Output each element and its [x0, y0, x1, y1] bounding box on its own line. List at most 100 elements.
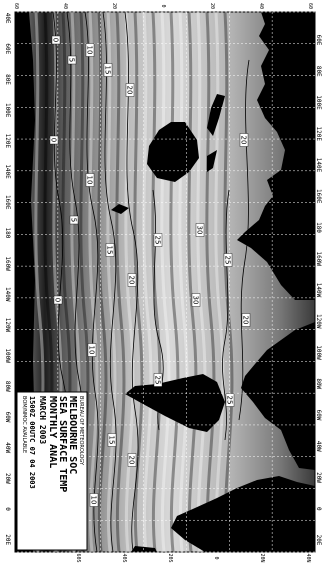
land-australia — [147, 122, 199, 182]
land-new-zealand — [111, 204, 129, 214]
lat-label-left: 0 — [160, 4, 166, 7]
lon-label-bottom: 160E — [4, 195, 11, 210]
lat-label-left: 40 — [258, 3, 264, 9]
band-stripe — [187, 11, 198, 553]
lon-label-top: 140E — [315, 158, 322, 173]
contour-label-box — [127, 453, 137, 467]
title-line-2: SEA SURFACE TEMP — [57, 396, 68, 493]
isotherm-10 — [84, 11, 99, 553]
contour-label: 25 — [154, 376, 162, 385]
contour-label: 0 — [50, 138, 58, 142]
contour-label: 30 — [196, 226, 204, 235]
lon-label-top: 180 — [315, 222, 322, 233]
band-stripe — [151, 11, 162, 553]
lon-label-top: 100W — [315, 345, 322, 360]
contour-label: 20 — [128, 276, 136, 285]
contour-label: 20 — [242, 316, 250, 325]
lon-label-bottom: 0 — [4, 507, 11, 511]
lon-label-top: 40W — [315, 441, 322, 452]
lon-label-top: 0 — [315, 507, 322, 511]
contour-label-box — [103, 63, 113, 77]
lon-label-top: 20W — [315, 472, 322, 483]
contour-label-box — [153, 233, 163, 247]
lon-label-bottom: 40E — [4, 13, 11, 24]
lon-label-bottom: 180 — [4, 227, 11, 238]
land-new-guinea — [207, 150, 217, 172]
lon-label-bottom: 80E — [4, 74, 11, 85]
lon-label-bottom: 140E — [4, 164, 11, 179]
lat-label-left: 60 — [13, 3, 19, 9]
contour-label: 10 — [88, 346, 96, 355]
isotherm-20 — [124, 11, 139, 553]
land-north-asia — [237, 12, 315, 300]
land-indonesia — [207, 94, 225, 136]
title-box — [16, 391, 88, 551]
lat-label-right: 40N — [305, 553, 311, 562]
contour-label: 10 — [90, 496, 98, 505]
lon-label-bottom: 100W — [4, 348, 11, 363]
title-line-3: MONTHLY ANAL — [47, 396, 58, 469]
land-south-america — [125, 374, 225, 432]
contour-label: 0 — [52, 38, 60, 42]
isotherm-15 — [102, 11, 117, 553]
lon-label-bottom: 80W — [4, 381, 11, 392]
lon-label-top: 20E — [315, 535, 322, 546]
contour-label-box — [67, 55, 77, 65]
lon-label-bottom: 60W — [4, 412, 11, 423]
lon-label-bottom: 120E — [4, 134, 11, 149]
contour-label-box — [85, 173, 95, 187]
agency-label: BUREAU OF METEOROLOGY — [78, 396, 84, 466]
band-stripe — [196, 11, 207, 553]
band-stripe — [205, 11, 216, 553]
lon-label-top: 60W — [315, 410, 322, 421]
contour-label: 30 — [192, 296, 200, 305]
band-stripe — [142, 11, 153, 553]
lon-label-bottom: 100E — [4, 103, 11, 118]
band-stripe — [97, 11, 108, 553]
contour-label: 10 — [86, 46, 94, 55]
contour-label: 25 — [224, 256, 232, 265]
band-stripe — [133, 11, 144, 553]
contour-label-box — [85, 43, 95, 57]
contour-label: 20 — [240, 136, 248, 145]
contour-label-box — [223, 253, 233, 267]
band-stripe — [169, 11, 180, 553]
lon-label-top: 160E — [315, 189, 322, 204]
lon-label-top: 100E — [315, 95, 322, 110]
lon-label-top: 160W — [315, 252, 322, 267]
land-africa — [171, 476, 315, 552]
contour-label: 20 — [128, 456, 136, 465]
contour-label-box — [195, 223, 205, 237]
title-line-5: 1500Z 00UTC 07 04 2003 — [28, 396, 36, 489]
lon-label-top: 120E — [315, 127, 322, 142]
contour-label-box — [241, 313, 251, 327]
lon-label-top: 120W — [315, 314, 322, 329]
lat-label-left: 60 — [307, 3, 313, 9]
band-stripe — [223, 11, 234, 553]
lon-label-bottom: 140W — [4, 287, 11, 302]
band-stripe — [160, 11, 171, 553]
lon-label-top: 140W — [315, 283, 322, 298]
lon-label-bottom: 160W — [4, 256, 11, 271]
contour-label-box — [225, 393, 235, 407]
title-block — [16, 391, 88, 551]
contour-label: 15 — [104, 66, 112, 75]
lat-label-left: 20 — [111, 3, 117, 9]
title-line-4: MARCH 2003 — [38, 396, 47, 445]
graticule — [15, 11, 315, 553]
band-stripe — [124, 11, 135, 553]
lon-label-top: 80W — [315, 378, 322, 389]
contour-label-box — [69, 215, 79, 225]
band-stripe — [178, 11, 189, 553]
contour-label: 5 — [68, 58, 76, 62]
lon-label-top: 60E — [315, 35, 322, 46]
contour-label-box — [89, 493, 99, 507]
contour-label: 5 — [70, 218, 78, 222]
land-madagascar — [131, 546, 157, 552]
contour-label-box — [153, 373, 163, 387]
lon-label-bottom: 60E — [4, 43, 11, 54]
contour-label-box — [49, 135, 59, 145]
